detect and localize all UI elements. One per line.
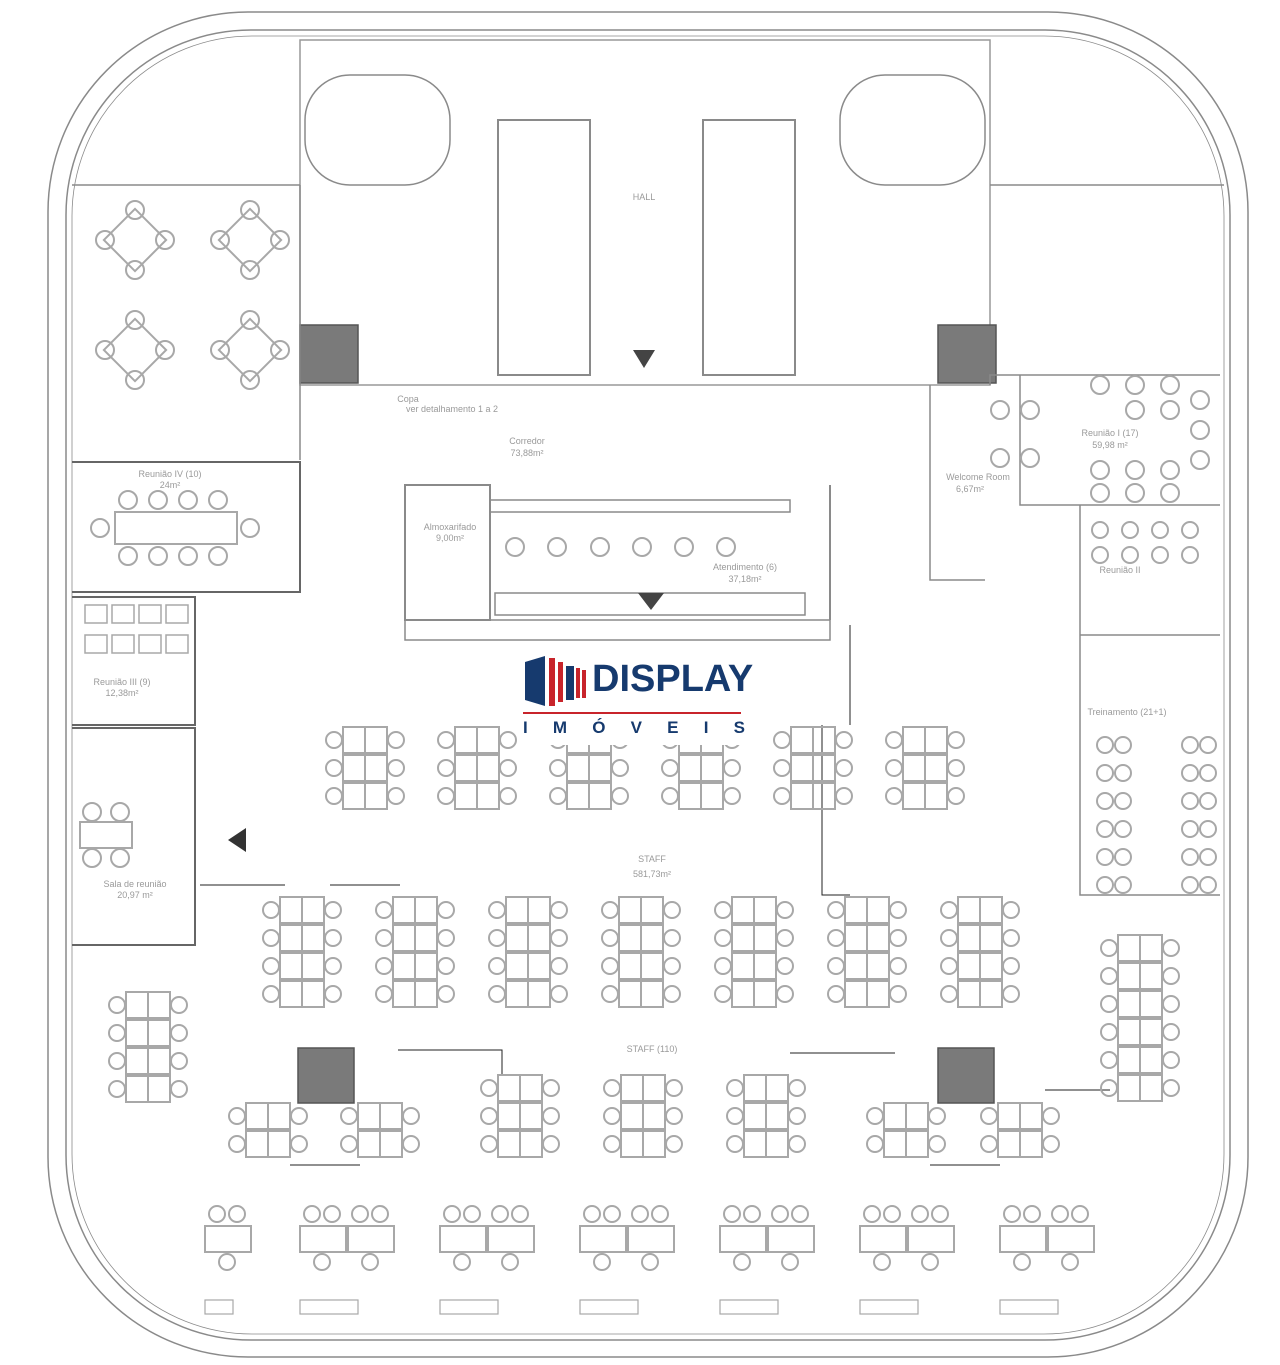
atendimento-arrow-icon — [638, 593, 664, 610]
elevators-left — [497, 119, 591, 376]
hall-label: HALL — [633, 192, 656, 202]
reuniao-iii-area: 12,38m² — [105, 688, 138, 698]
workstation-cluster — [325, 726, 405, 810]
logo-letter: V — [630, 718, 642, 737]
workstation-cluster — [885, 726, 965, 810]
logo-letter: E — [667, 718, 679, 737]
logo-letter: I — [523, 718, 528, 737]
stair-left — [304, 74, 451, 186]
workstation-cluster — [940, 896, 1020, 1008]
desk-pod — [859, 1205, 955, 1271]
meeting-table-iv — [90, 490, 260, 566]
building-core — [299, 39, 991, 386]
desk-pod — [299, 1205, 395, 1271]
logo-word: DISPLAY — [592, 658, 754, 700]
hall-arrow-icon — [633, 350, 655, 368]
workstation-cluster — [375, 896, 455, 1008]
round-table — [95, 310, 175, 390]
staff-label: STAFF — [638, 854, 666, 864]
workstation-cluster — [549, 726, 629, 810]
desk-pod — [579, 1205, 675, 1271]
corredor-area: 73,88m² — [510, 448, 543, 458]
reuniao-iv-area: 24m² — [160, 480, 181, 490]
atendimento-area: 37,18m² — [728, 574, 761, 584]
workstation-cluster — [827, 896, 907, 1008]
workstation-cluster — [437, 726, 517, 810]
reuniao-iii-label: Reunião III (9) — [93, 677, 150, 687]
desk-pod — [439, 1205, 535, 1271]
workstation-cluster — [726, 1074, 806, 1158]
copa-note: ver detalhamento 1 a 2 — [406, 404, 498, 414]
reuniao-i-label: Reunião I (17) — [1081, 428, 1138, 438]
shaft-right — [937, 324, 997, 384]
stair-right — [839, 74, 986, 186]
logo-building-icon — [525, 656, 586, 706]
workstation-cluster — [262, 896, 342, 1008]
workstation-cluster — [488, 896, 568, 1008]
column-right — [937, 1047, 995, 1104]
workstation-cluster — [601, 896, 681, 1008]
logo-letter: M — [552, 718, 568, 737]
workstation-cluster — [480, 1074, 560, 1158]
staff-area: 581,73m² — [633, 869, 671, 879]
corredor-label: Corredor — [509, 436, 545, 446]
column-left — [297, 1047, 355, 1104]
workstation-cluster — [866, 1102, 946, 1158]
desk-pod — [204, 1205, 252, 1271]
desk-pod — [999, 1205, 1095, 1271]
almoxarifado-area: 9,00m² — [436, 533, 464, 543]
workstation-cluster — [228, 1102, 308, 1158]
logo-divider — [523, 712, 741, 714]
round-table — [210, 200, 290, 280]
workstation-cluster — [773, 726, 853, 810]
welcome-room-area: 6,67m² — [956, 484, 984, 494]
logo-subtitle: I M Ó V E I S — [523, 718, 745, 738]
reuniao-iv-label: Reunião IV (10) — [138, 469, 201, 479]
staff-count-label: STAFF (110) — [627, 1044, 678, 1054]
logo-letter: S — [733, 718, 745, 737]
logo-letter: Ó — [592, 718, 606, 737]
sala-reuniao-label: Sala de reunião — [103, 879, 166, 889]
logo-letter: I — [703, 718, 709, 737]
workstation-cluster — [603, 1074, 683, 1158]
display-imoveis-logo: DISPLAY I M Ó V E I S — [520, 650, 754, 745]
direction-arrow-icon — [228, 828, 246, 852]
reuniao-ii-label: Reunião II — [1099, 565, 1140, 575]
almoxarifado-label: Almoxarifado — [424, 522, 477, 532]
copa-label: Copa — [397, 394, 419, 404]
elevators-right — [702, 119, 796, 376]
reuniao-i-area: 59,98 m² — [1092, 440, 1128, 450]
inner-facade — [65, 29, 1231, 1341]
workstation-cluster — [714, 896, 794, 1008]
atendimento-label: Atendimento (6) — [713, 562, 777, 572]
workstation-cluster — [1100, 934, 1180, 1102]
outer-facade — [47, 11, 1249, 1358]
sala-reuniao-area: 20,97 m² — [117, 890, 153, 900]
round-table — [210, 310, 290, 390]
desk-pod — [719, 1205, 815, 1271]
shaft-left — [299, 324, 359, 384]
workstation-cluster — [340, 1102, 420, 1158]
welcome-room-label: Welcome Room — [946, 472, 1010, 482]
workstation-cluster — [980, 1102, 1060, 1158]
workstation-cluster — [108, 991, 188, 1103]
round-table — [95, 200, 175, 280]
treinamento-label: Treinamento (21+1) — [1088, 707, 1167, 717]
